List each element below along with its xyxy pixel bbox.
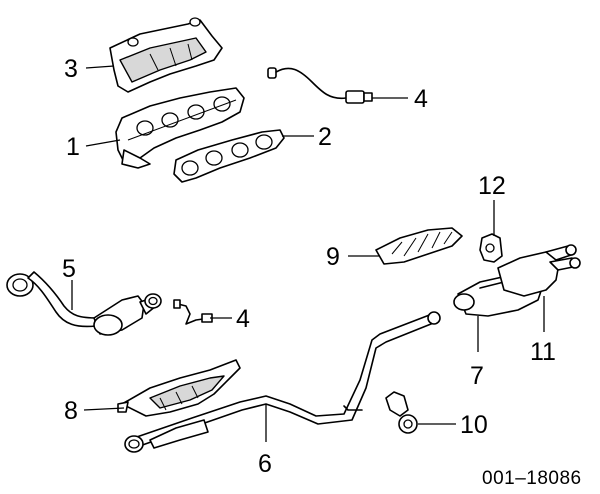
converter-heat-shield [117,359,241,417]
oxygen-sensor-lower [173,299,213,325]
front-pipe [6,271,99,328]
callout-9: 9 [326,243,340,271]
callout-4-upper: 4 [414,85,428,113]
callout-4-lower: 4 [236,305,250,333]
reference-code: 001–18086 [482,468,582,489]
intermediate-pipe [124,311,441,453]
callout-1: 1 [66,133,80,161]
oxygen-sensor-upper [267,67,373,104]
callout-8: 8 [64,397,78,425]
callout-12: 12 [478,172,506,200]
callout-7: 7 [470,362,484,390]
callout-2: 2 [318,123,332,151]
manifold-heat-shield [109,17,223,93]
callout-numbers: 3 1 2 4 5 4 8 6 9 12 7 11 10 [62,55,556,478]
callout-3: 3 [64,55,78,83]
hanger-bracket [385,391,418,434]
callout-11: 11 [530,338,556,366]
callout-6: 6 [258,450,272,478]
leader-lines [71,65,545,442]
tailpipe-assembly [497,244,581,297]
catalytic-converter [93,293,162,336]
manifold-gasket [173,129,285,183]
callout-10: 10 [460,411,488,439]
hanger-insulator [479,233,503,263]
muffler-heat-shield [375,227,463,265]
exhaust-manifold [115,87,245,169]
callout-5: 5 [62,255,76,283]
